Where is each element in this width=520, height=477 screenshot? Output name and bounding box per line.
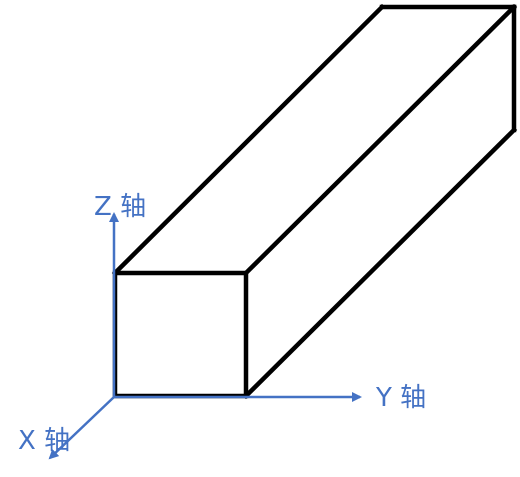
rectangular-prism [111, 3, 518, 400]
x-axis-label: X 轴 [18, 426, 70, 456]
prism-edge-top-right [242, 3, 518, 277]
x-axis-arrow [48, 396, 115, 460]
y-axis-label: Y 轴 [375, 383, 426, 413]
z-axis-label: Z 轴 [94, 192, 146, 222]
prism-edge-top-left [111, 3, 386, 277]
prism-front-face [112, 270, 249, 399]
prism-edge-bottom-right [242, 126, 518, 400]
coordinate-axes [48, 212, 362, 460]
